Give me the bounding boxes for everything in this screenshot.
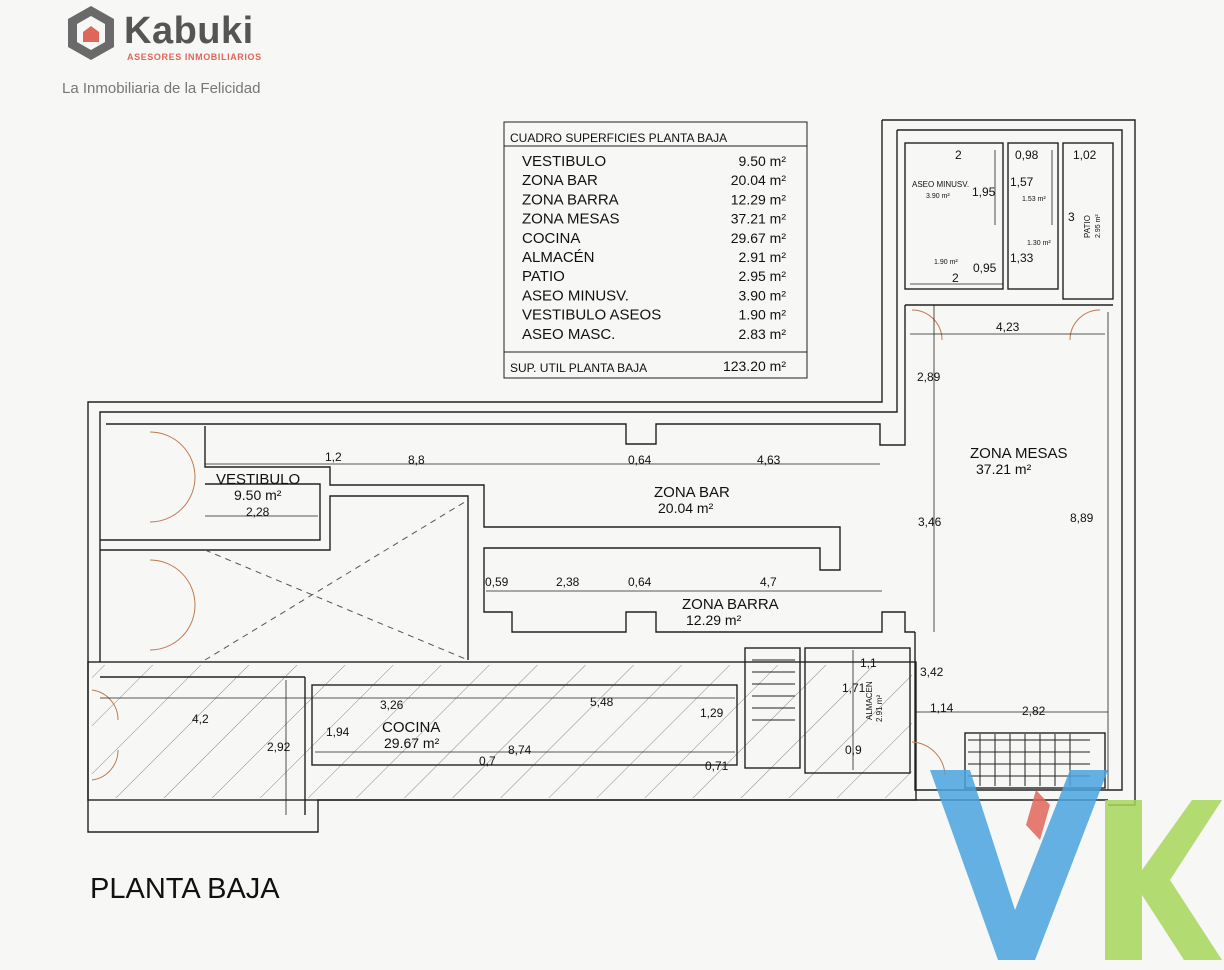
dimension-label: 0,98 bbox=[1015, 148, 1039, 162]
room-aseo-minusv-name: ASEO MINUSV. bbox=[912, 180, 969, 189]
area-table-title: CUADRO SUPERFICIES PLANTA BAJA bbox=[510, 131, 727, 145]
dimension-label: 0,64 bbox=[628, 575, 652, 589]
area-table-row-label: COCINA bbox=[522, 230, 580, 247]
vk-watermark-icon bbox=[930, 770, 1222, 960]
dimension-label: 3,42 bbox=[920, 665, 944, 679]
dimension-label: 1,14 bbox=[930, 701, 954, 715]
room-labels: VESTIBULO 9.50 m² ZONA BAR 20.04 m² ZONA… bbox=[216, 180, 1102, 751]
dimension-label: 4,63 bbox=[757, 453, 781, 467]
dimension-label: 0,9 bbox=[845, 743, 862, 757]
dimension-texts: 2 0,98 1,02 1,95 1,57 3 1,33 0,95 2 4,23… bbox=[192, 148, 1097, 773]
doors bbox=[91, 309, 1101, 781]
area-table-row-label: ZONA BARRA bbox=[522, 191, 619, 208]
room-zona-mesas-area: 37.21 m² bbox=[976, 461, 1032, 477]
brand-tagline: La Inmobiliaria de la Felicidad bbox=[62, 80, 261, 97]
area-table-row-label: ASEO MASC. bbox=[522, 326, 615, 343]
area-table-row-label: ZONA BAR bbox=[522, 172, 598, 189]
area-table: CUADRO SUPERFICIES PLANTA BAJA VESTIBULO… bbox=[503, 121, 808, 379]
dimension-label: 3,26 bbox=[380, 698, 404, 712]
dimension-label: 4,7 bbox=[760, 575, 777, 589]
area-table-row-value: 9.50 m² bbox=[739, 153, 787, 169]
room-almacen-area: 2.91 m² bbox=[875, 695, 884, 722]
area-table-row-label: VESTIBULO ASEOS bbox=[522, 307, 661, 324]
dimension-label: 1,57 bbox=[1010, 175, 1034, 189]
room-patio-area: 2.95 m² bbox=[1095, 214, 1102, 238]
dimension-label: 2,38 bbox=[556, 575, 580, 589]
room-cocina-name: COCINA bbox=[382, 719, 440, 736]
plan-title: PLANTA BAJA bbox=[90, 873, 280, 905]
area-table-row-label: ZONA MESAS bbox=[522, 211, 620, 228]
dimension-label: 0,71 bbox=[705, 759, 729, 773]
room-cocina-area: 29.67 m² bbox=[384, 735, 440, 751]
dimension-lines bbox=[100, 150, 1109, 815]
area-table-total-label: SUP. UTIL PLANTA BAJA bbox=[510, 361, 647, 375]
area-table-total-value: 123.20 m² bbox=[723, 358, 786, 374]
dimension-label: 2 bbox=[955, 148, 962, 162]
dimension-label: 3 bbox=[1068, 210, 1075, 224]
room-aseo-minusv-area: 3.90 m² bbox=[926, 193, 950, 200]
brand-name: Kabuki bbox=[124, 10, 254, 52]
dimension-label: 8,8 bbox=[408, 453, 425, 467]
dimension-label: 1,02 bbox=[1073, 148, 1097, 162]
area-table-row-value: 1.90 m² bbox=[739, 307, 787, 323]
dimension-label: 1,2 bbox=[325, 450, 342, 464]
dimension-label: 8,74 bbox=[508, 743, 532, 757]
room-aseo-small2-area: 1.30 m² bbox=[1027, 240, 1051, 247]
dimension-label: 2 bbox=[952, 271, 959, 285]
dimension-label: 4,2 bbox=[192, 712, 209, 726]
room-zona-barra-name: ZONA BARRA bbox=[682, 596, 779, 613]
dimension-label: 1,29 bbox=[700, 706, 724, 720]
area-table-row-value: 20.04 m² bbox=[731, 172, 787, 188]
dimension-label: 2,82 bbox=[1022, 704, 1046, 718]
dimension-label: 1,94 bbox=[326, 725, 350, 739]
area-table-row-value: 37.21 m² bbox=[731, 211, 787, 227]
dimension-label: 2,28 bbox=[246, 505, 270, 519]
area-table-row-value: 3.90 m² bbox=[739, 287, 787, 303]
area-table-row-value: 12.29 m² bbox=[731, 191, 787, 207]
dimension-label: 0,64 bbox=[628, 453, 652, 467]
room-zona-bar-name: ZONA BAR bbox=[654, 484, 730, 501]
area-table-row-value: 2.83 m² bbox=[739, 326, 787, 342]
area-table-row-value: 2.95 m² bbox=[739, 268, 787, 284]
dimension-label: 1,1 bbox=[860, 656, 877, 670]
room-almacen-name: ALMACEN bbox=[865, 681, 874, 720]
dimension-label: 5,48 bbox=[590, 695, 614, 709]
dimension-label: 1,71 bbox=[842, 681, 866, 695]
cocina-hatch bbox=[92, 665, 912, 798]
room-vest-aseos-area: 1.90 m² bbox=[934, 259, 958, 266]
area-table-row-value: 2.91 m² bbox=[739, 249, 787, 265]
room-aseo-small-area: 1.53 m² bbox=[1022, 196, 1046, 203]
area-table-row-label: VESTIBULO bbox=[522, 153, 606, 170]
room-vestibulo-area: 9.50 m² bbox=[234, 487, 282, 503]
room-patio-name: PATIO bbox=[1083, 215, 1092, 238]
dimension-label: 2,92 bbox=[267, 740, 291, 754]
room-zona-mesas-name: ZONA MESAS bbox=[970, 445, 1068, 462]
room-vestibulo-name: VESTIBULO bbox=[216, 471, 300, 488]
area-table-row-value: 29.67 m² bbox=[731, 230, 787, 246]
area-table-row-label: ALMACÉN bbox=[522, 249, 595, 266]
area-table-row-label: ASEO MINUSV. bbox=[522, 287, 629, 304]
dimension-label: 0,7 bbox=[479, 754, 496, 768]
dimension-label: 3,46 bbox=[918, 515, 942, 529]
room-zona-bar-area: 20.04 m² bbox=[658, 500, 714, 516]
brand-subtitle: ASESORES INMOBILIARIOS bbox=[127, 52, 262, 62]
area-table-row-label: PATIO bbox=[522, 268, 565, 285]
dimension-label: 1,95 bbox=[972, 185, 996, 199]
dimension-label: 0,95 bbox=[973, 261, 997, 275]
dimension-label: 8,89 bbox=[1070, 511, 1094, 525]
void-dashes bbox=[204, 499, 469, 661]
dimension-label: 0,59 bbox=[485, 575, 509, 589]
dimension-label: 2,89 bbox=[917, 370, 941, 384]
kabuki-logo-icon bbox=[68, 6, 114, 60]
dimension-label: 4,23 bbox=[996, 320, 1020, 334]
dimension-label: 1,33 bbox=[1010, 251, 1034, 265]
room-zona-barra-area: 12.29 m² bbox=[686, 612, 742, 628]
